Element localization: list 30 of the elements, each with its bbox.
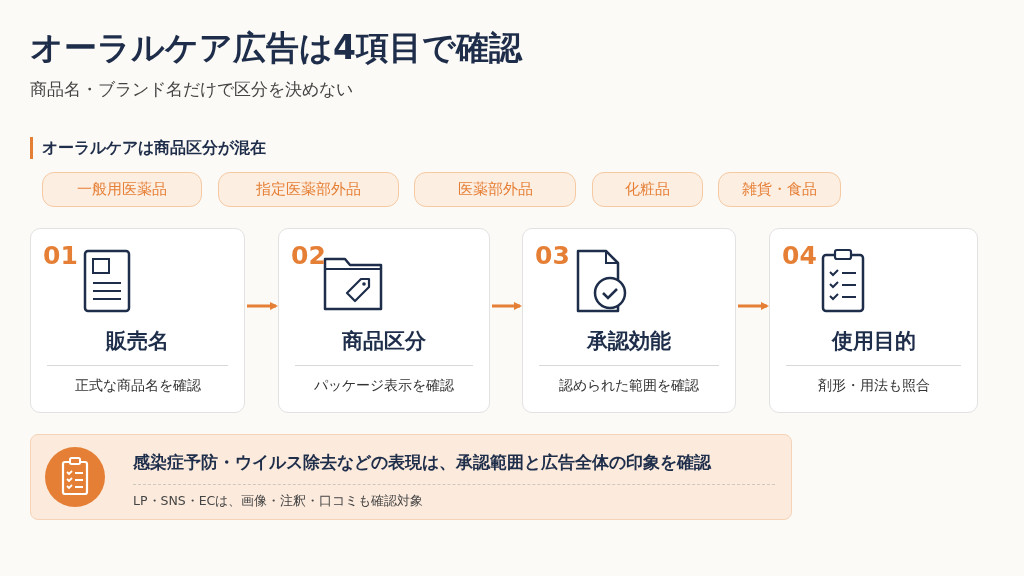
step-card — [522, 228, 736, 413]
category-pill: 化粧品 — [592, 172, 703, 207]
step-number: 03 — [535, 241, 570, 270]
step-title: 承認効能 — [585, 328, 672, 355]
note-panel — [30, 434, 792, 520]
title: オーラルケア広告は4項目で確認 — [30, 27, 522, 69]
subtitle: 商品名・ブランド名だけで区分を決めない — [30, 78, 353, 101]
step-description: 正式な商品名を確認 — [73, 377, 202, 395]
step-title: 販売名 — [104, 328, 170, 355]
step-number: 04 — [782, 241, 817, 270]
step-number: 02 — [291, 241, 326, 270]
arrow — [738, 302, 769, 310]
step-card — [769, 228, 978, 413]
step-card — [278, 228, 490, 413]
step-card — [30, 228, 245, 413]
step-description: パッケージ表示を確認 — [313, 377, 455, 395]
category-pill: 一般用医薬品 — [42, 172, 202, 207]
step-description: 剤形・用法も照合 — [816, 377, 931, 395]
step-title: 商品区分 — [341, 328, 427, 355]
step-number: 01 — [43, 241, 78, 270]
note-heading: 感染症予防・ウイルス除去などの表現は、承認範囲と広告全体の印象を確認 — [133, 451, 711, 474]
arrow — [247, 302, 278, 310]
arrow — [492, 302, 522, 310]
category-pill: 指定医薬部外品 — [218, 172, 399, 207]
note-text: LP・SNS・ECは、画像・注釈・口コミも確認対象 — [133, 493, 424, 510]
category-pill: 医薬部外品 — [414, 172, 576, 207]
step-title: 使用目的 — [830, 328, 917, 355]
category-pill: 雑貨・食品 — [718, 172, 841, 207]
section-heading: オーラルケアは商品区分が混在 — [42, 138, 266, 159]
step-description: 認められた範囲を確認 — [558, 377, 700, 395]
